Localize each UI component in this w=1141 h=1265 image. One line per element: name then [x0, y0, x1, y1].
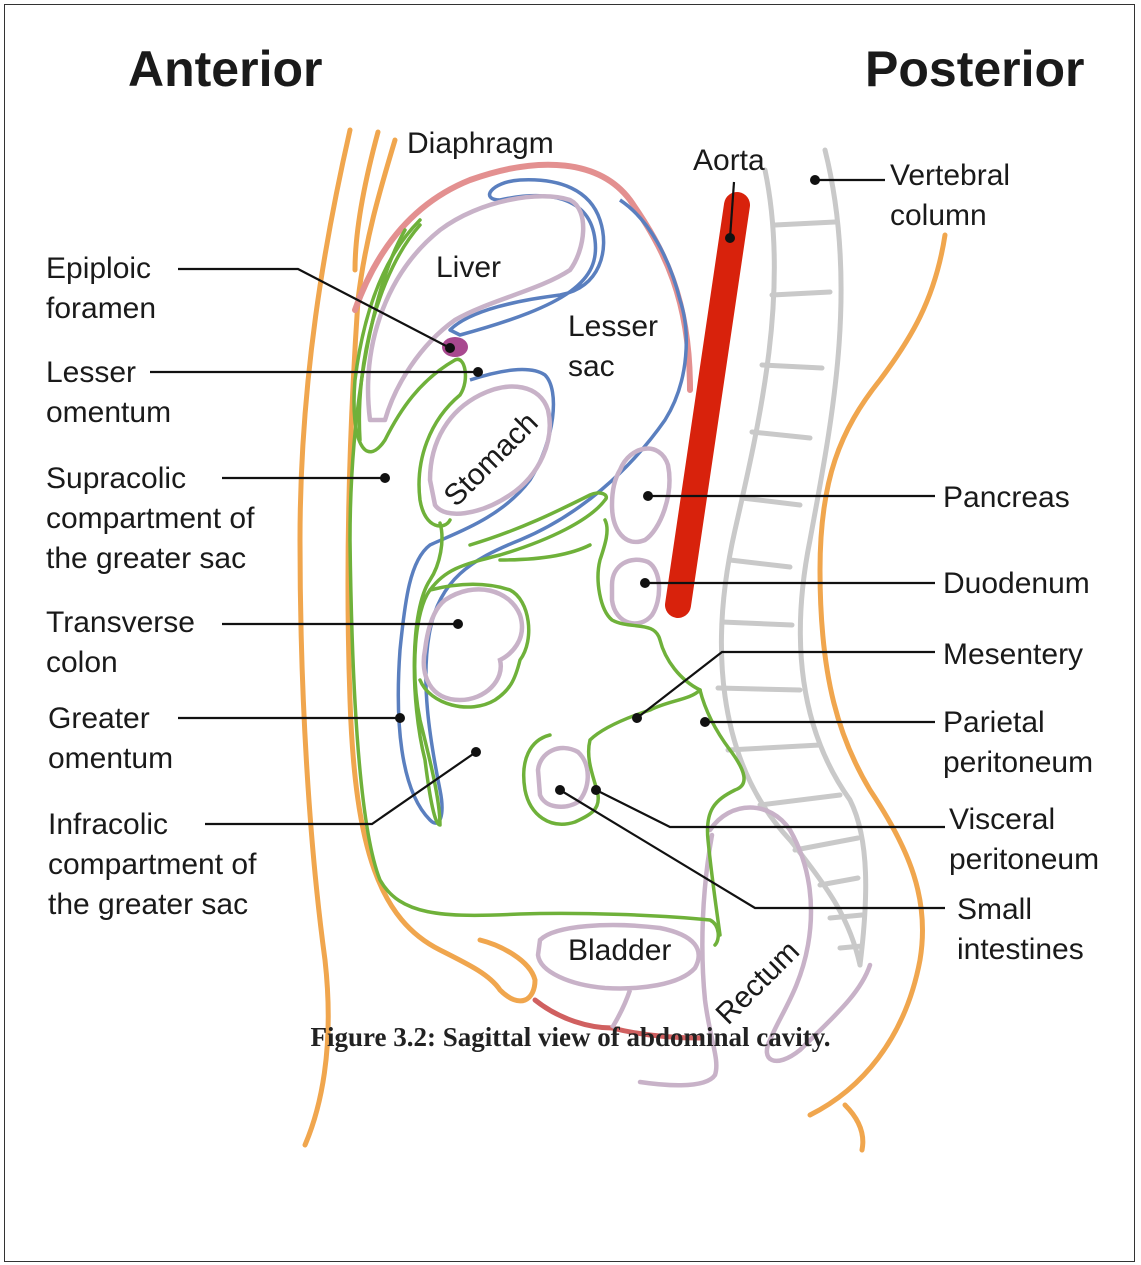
heading-posterior: Posterior [865, 41, 1085, 97]
small-intestine-shape [538, 748, 588, 807]
label-lesser-omentum-line1: Lesser [46, 356, 136, 389]
label-infracolic-line1: Infracolic [48, 808, 168, 841]
label-mesentery: Mesentery [943, 638, 1083, 671]
label-epiploic-line2: foramen [46, 292, 156, 325]
label-pancreas: Pancreas [943, 481, 1070, 514]
label-liver: Liver [436, 251, 501, 284]
label-diaphragm: Diaphragm [407, 127, 554, 160]
label-stomach: Stomach [438, 406, 545, 513]
transverse-colon-shape [424, 589, 522, 700]
label-supracolic-line1: Supracolic [46, 462, 186, 495]
label-vertebral-line2: column [890, 199, 987, 232]
label-small-intestines-line2: intestines [957, 933, 1084, 966]
label-parietal-line1: Parietal [943, 706, 1045, 739]
label-aorta: Aorta [693, 144, 765, 177]
label-infracolic-line2: compartment of [48, 848, 257, 881]
label-supracolic-line3: the greater sac [46, 542, 246, 575]
label-greater-omentum-line1: Greater [48, 702, 150, 735]
label-visceral-line2: peritoneum [949, 843, 1099, 876]
label-supracolic-line2: compartment of [46, 502, 255, 535]
label-transverse-colon-line1: Transverse [46, 606, 195, 639]
aorta-shape [678, 205, 737, 605]
figure-caption: Figure 3.2: Sagittal view of abdominal c… [0, 1022, 1141, 1053]
posterior-body-wall [810, 235, 945, 1150]
label-bladder: Bladder [568, 934, 671, 967]
label-small-intestines-line1: Small [957, 893, 1032, 926]
label-lesser-sac-line1: Lesser [568, 310, 658, 343]
label-greater-omentum-line2: omentum [48, 742, 173, 775]
label-rectum: Rectum [710, 935, 806, 1031]
heading-anterior: Anterior [128, 41, 322, 97]
label-visceral-line1: Visceral [949, 803, 1055, 836]
label-infracolic-line3: the greater sac [48, 888, 248, 921]
label-lesser-sac-line2: sac [568, 350, 615, 383]
duodenum-shape [612, 560, 659, 624]
label-vertebral-line1: Vertebral [890, 159, 1010, 192]
label-transverse-colon-line2: colon [46, 646, 118, 679]
label-parietal-line2: peritoneum [943, 746, 1093, 779]
label-duodenum: Duodenum [943, 567, 1090, 600]
label-lesser-omentum-line2: omentum [46, 396, 171, 429]
label-epiploic-line1: Epiploic [46, 252, 151, 285]
